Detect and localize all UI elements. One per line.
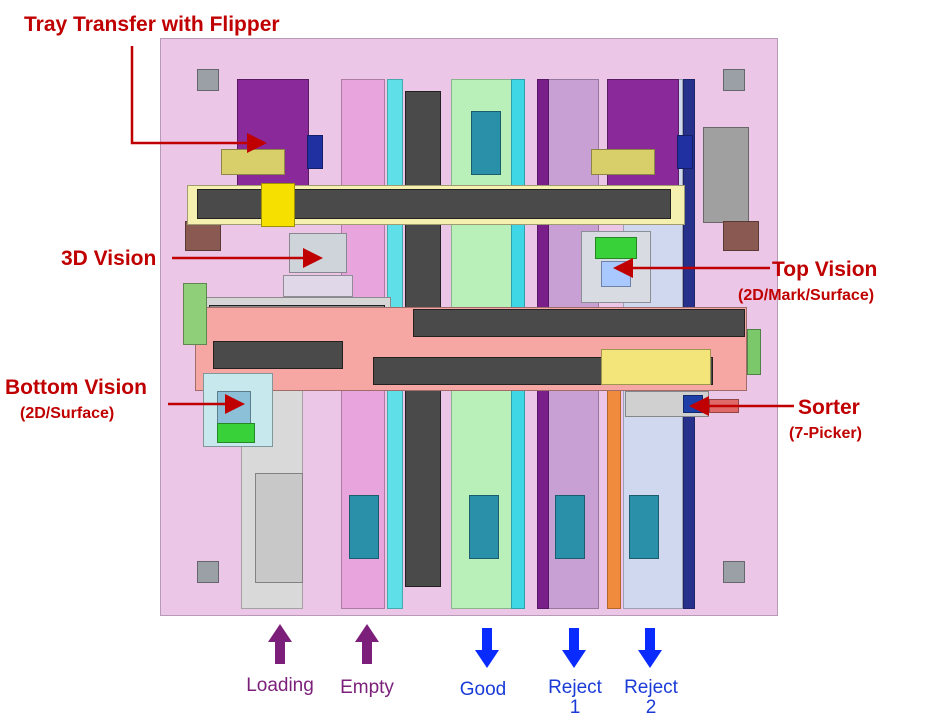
side-widget-left <box>183 283 207 345</box>
side-block-right <box>703 127 749 223</box>
lane-label-reject1-line2: 1 <box>569 697 581 718</box>
lane-label-reject2: Reject 2 <box>614 678 688 718</box>
arrow-down-good-icon <box>475 628 499 668</box>
sorter-yellow-band <box>601 349 711 385</box>
callout-top-vision: Top Vision <box>772 258 878 281</box>
tray-reject1 <box>555 495 585 559</box>
callout-top-vision-sub: (2D/Mark/Surface) <box>738 287 875 304</box>
callout-tray-transfer: Tray Transfer with Flipper <box>24 13 280 36</box>
corner-pad <box>197 69 219 91</box>
lane-label-reject2-line2: 2 <box>645 697 657 718</box>
corner-pad <box>723 69 745 91</box>
flipper-right-gear <box>591 149 655 175</box>
callout-sorter-sub: (7-Picker) <box>789 425 862 442</box>
arrow-down-reject2-icon <box>638 628 662 668</box>
side-block-left-red <box>185 221 221 251</box>
corner-pad <box>197 561 219 583</box>
side-widget-right <box>747 329 761 375</box>
tray-top <box>471 111 501 175</box>
arrow-up-loading-icon <box>268 624 292 664</box>
leader-tray-transfer <box>130 46 267 153</box>
lane-label-reject1: Reject 1 <box>538 678 612 718</box>
picker-beam-right <box>413 309 745 337</box>
corner-pad <box>723 561 745 583</box>
motor-left <box>307 135 323 169</box>
tray-transfer-carriage <box>261 183 295 227</box>
lane-label-loading: Loading <box>246 675 314 696</box>
callout-3d-vision: 3D Vision <box>61 247 157 270</box>
tray-good <box>469 495 499 559</box>
callout-bottom-vision: Bottom Vision <box>5 376 147 399</box>
arrow-up-empty-icon <box>355 624 379 664</box>
callout-bottom-vision-sub: (2D/Surface) <box>20 405 115 422</box>
motor-right <box>677 135 693 169</box>
arrow-down-reject1-icon <box>562 628 586 668</box>
tray-empty <box>349 495 379 559</box>
callout-sorter: Sorter <box>798 396 860 419</box>
machine-top-view <box>160 38 778 616</box>
lane-label-empty: Empty <box>340 677 394 698</box>
vision-3d-base <box>283 275 353 297</box>
lane-label-good: Good <box>459 679 507 700</box>
lane-label-reject2-line1: Reject <box>624 677 678 698</box>
side-block-right-red <box>723 221 759 251</box>
tray-reject2 <box>629 495 659 559</box>
lane-label-reject1-line1: Reject <box>548 677 602 698</box>
picker-beam-left <box>213 341 343 369</box>
tray-loading <box>255 473 303 583</box>
bottom-vision-green <box>217 423 255 443</box>
